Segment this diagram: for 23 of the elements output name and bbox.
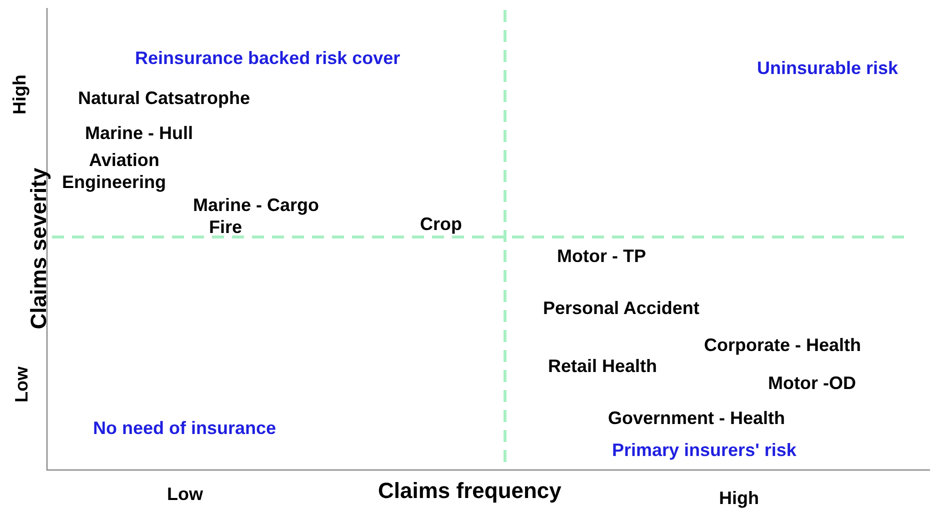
data-label: Aviation [89, 150, 160, 171]
data-label: Personal Accident [543, 298, 700, 319]
quadrant-label: Reinsurance backed risk cover [135, 48, 402, 69]
data-label: Marine - Cargo [193, 195, 320, 216]
data-label: Marine - Hull [85, 123, 194, 144]
axis-tick-label: High [10, 74, 30, 114]
axis-tick-label: Low [12, 366, 32, 402]
axis-title: Claims severity [28, 168, 50, 330]
axis-tick-label: High [719, 488, 759, 509]
data-label: Government - Health [608, 408, 786, 429]
data-label: Fire [209, 217, 242, 238]
axis-tick-label: Low [167, 484, 203, 505]
quadrant-label: Uninsurable risk [757, 58, 898, 79]
data-label: Motor -OD [768, 373, 856, 394]
data-label: Corporate - Health [704, 335, 862, 356]
axis-title: Claims frequency [378, 480, 562, 501]
quadrant-label: Primary insurers' risk [612, 440, 796, 461]
data-label: Retail Health [548, 356, 658, 377]
quadrant-label: No need of insurance [93, 418, 276, 439]
data-label: Natural Catsatrophe [78, 88, 250, 109]
data-label: Engineering [62, 172, 166, 193]
data-label: Motor - TP [557, 246, 646, 267]
data-label: Crop [420, 214, 462, 235]
